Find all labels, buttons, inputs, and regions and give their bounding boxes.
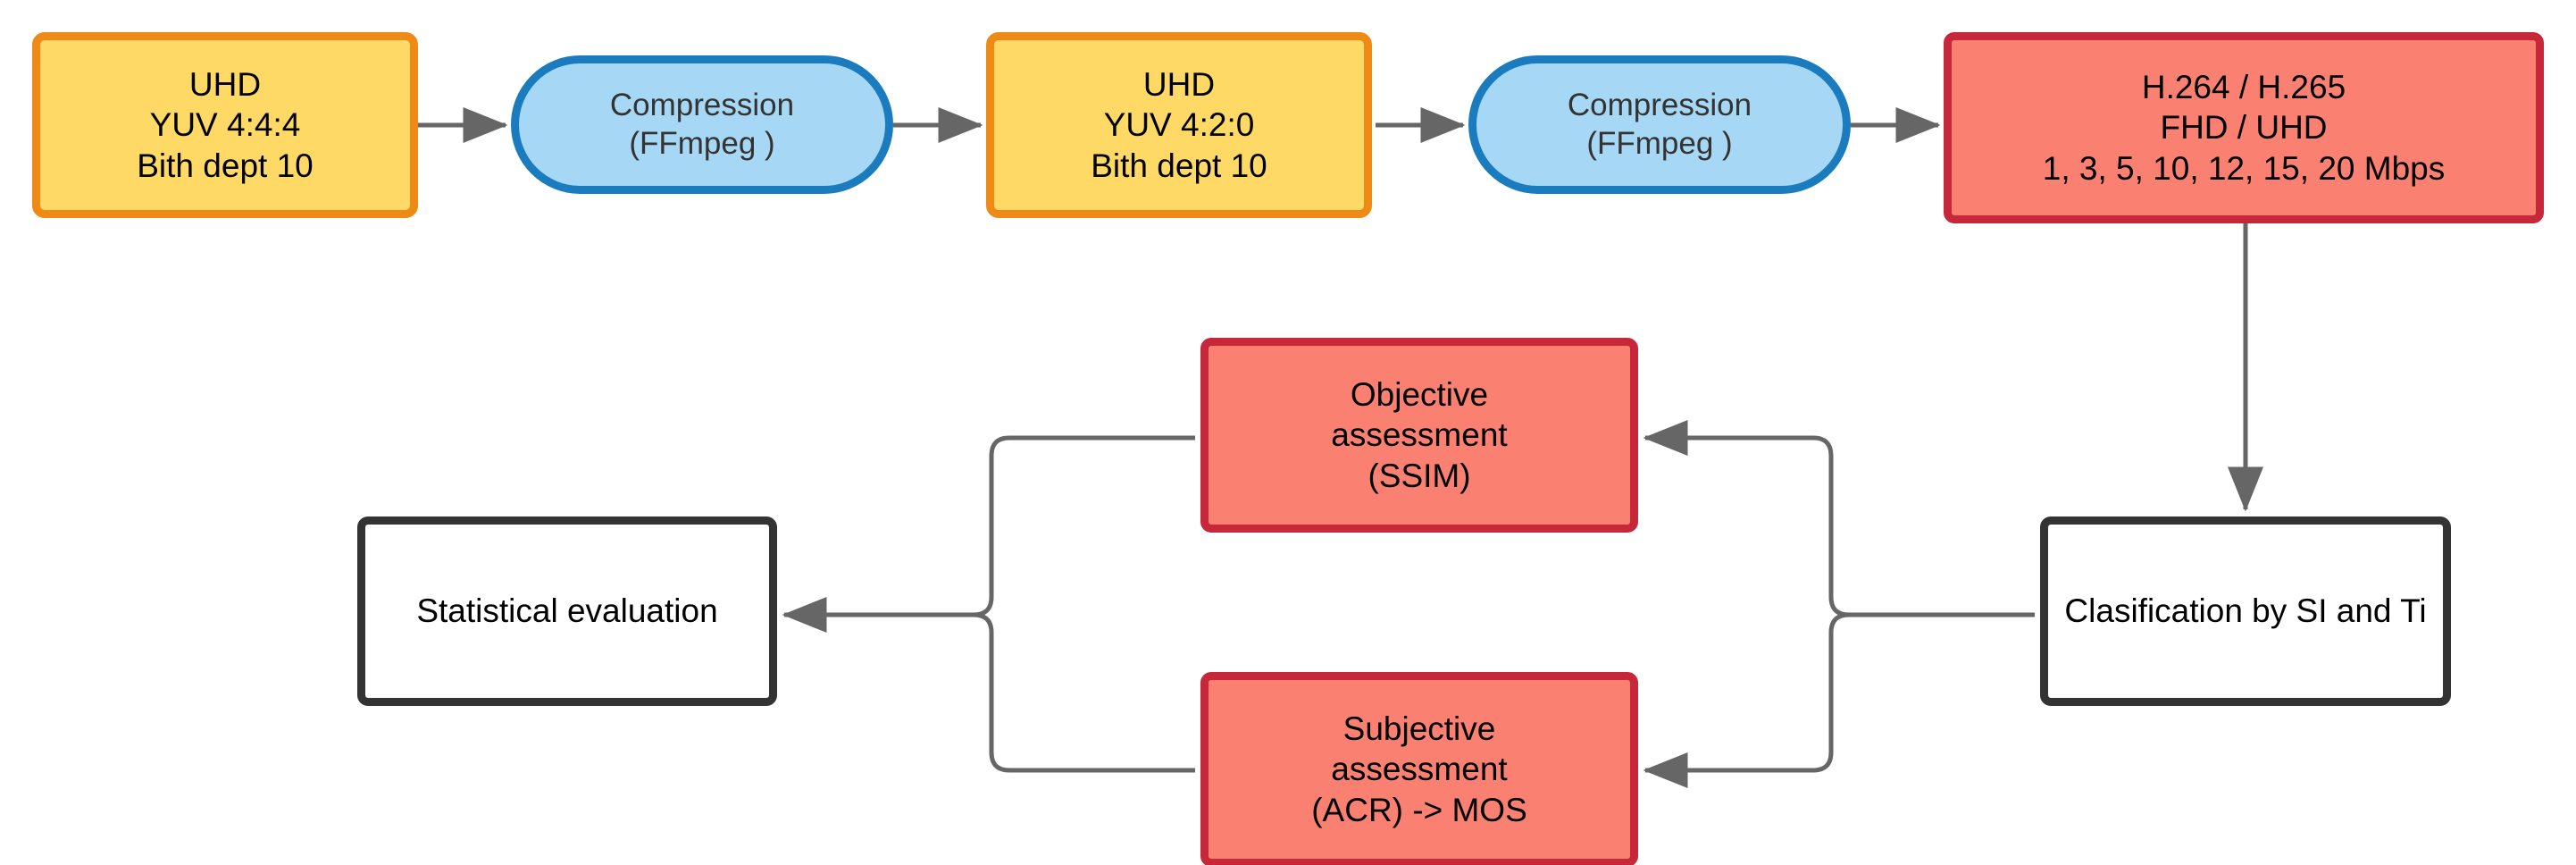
node-objective-assessment[interactable]: Objective assessment (SSIM) (1200, 338, 1638, 533)
edge-assessments-merge (782, 435, 1195, 773)
node-compression-1[interactable]: Compression (FFmpeg ) (511, 55, 893, 194)
node-subjective-assessment[interactable]: Subjective assessment (ACR) -> MOS (1200, 672, 1638, 865)
node-statistical-evaluation[interactable]: Statistical evaluation (357, 516, 777, 706)
edge-classification-branch (1643, 420, 2035, 788)
node-label: Clasification by SI and Ti (2064, 592, 2427, 630)
node-label: Statistical evaluation (416, 592, 718, 630)
node-codec-bitrates[interactable]: H.264 / H.265 FHD / UHD 1, 3, 5, 10, 12,… (1944, 32, 2544, 223)
node-label: Subjective assessment (ACR) -> MOS (1311, 710, 1527, 828)
node-label: Objective assessment (SSIM) (1331, 376, 1508, 494)
node-label: H.264 / H.265 FHD / UHD 1, 3, 5, 10, 12,… (2042, 69, 2446, 187)
node-label: UHD YUV 4:2:0 Bith dept 10 (1091, 66, 1267, 184)
node-compression-2[interactable]: Compression (FFmpeg ) (1468, 55, 1851, 194)
node-classification[interactable]: Clasification by SI and Ti (2040, 516, 2451, 706)
node-label: Compression (FFmpeg ) (1567, 87, 1752, 161)
node-label: UHD YUV 4:4:4 Bith dept 10 (137, 66, 314, 184)
node-label: Compression (FFmpeg ) (609, 87, 795, 161)
node-uhd-420[interactable]: UHD YUV 4:2:0 Bith dept 10 (986, 32, 1372, 218)
node-source-uhd-444[interactable]: UHD YUV 4:4:4 Bith dept 10 (32, 32, 418, 218)
